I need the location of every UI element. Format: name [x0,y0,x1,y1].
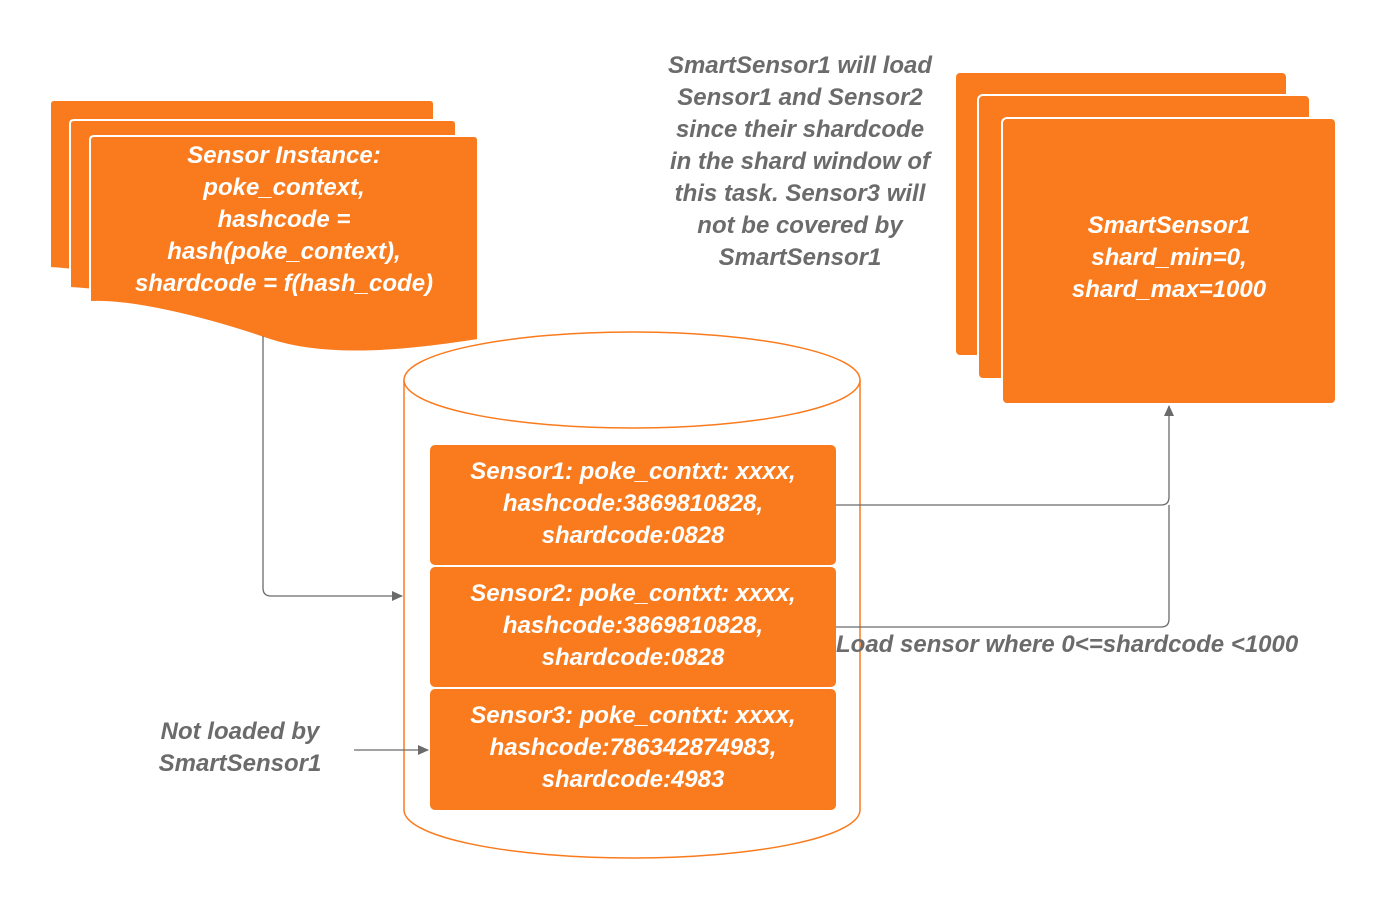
sensor-instance-text: Sensor Instance: poke_context, hashcode … [134,142,434,297]
sensor-instance-document-stack [49,99,479,353]
explanation-note: SmartSensor1 will load Sensor1 and Senso… [667,52,933,271]
sensor3-row-box [430,689,836,810]
smart-sensor-card-stack [954,71,1337,405]
sensor2-row-box [430,567,836,687]
connector-instance-to-database [262,336,403,601]
load-condition-label: Load sensor where 0<=shardcode <1000 [836,631,1299,658]
connector-sensor1-to-smartsensor [836,405,1174,506]
sensor3-row-text: Sensor3: poke_contxt: xxxx, hashcode:786… [470,702,796,793]
sensor1-row-text: Sensor1: poke_contxt: xxxx, hashcode:386… [470,458,796,549]
connector-sensor2-to-smartsensor [836,505,1170,628]
smart-sensor-text: SmartSensor1 shard_min=0, shard_max=1000 [1071,212,1267,303]
sensor2-row-text: Sensor2: poke_contxt: xxxx, hashcode:386… [470,580,796,671]
sensor-instance-document-front [89,135,479,353]
smart-sensor-card-front [1001,117,1337,405]
database-top-ellipse [403,331,861,429]
sensor1-row-box [430,445,836,565]
not-loaded-label: Not loaded by SmartSensor1 [158,718,322,777]
